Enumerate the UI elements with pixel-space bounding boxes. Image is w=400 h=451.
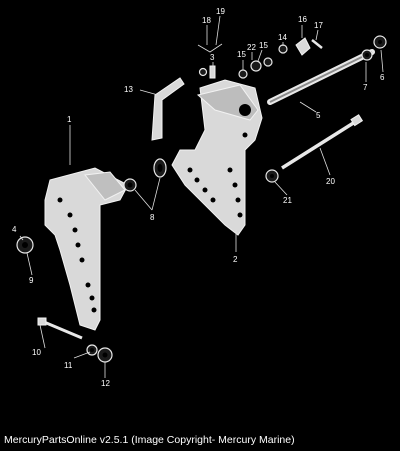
callout-21: 21 (283, 196, 292, 205)
nut-bottom[interactable] (97, 347, 113, 363)
cotter-top[interactable] (263, 57, 273, 67)
callout-6: 6 (380, 73, 385, 82)
callout-3: 3 (210, 53, 215, 62)
washer-small[interactable] (86, 344, 98, 356)
swivel-bracket-right[interactable] (171, 79, 263, 236)
callout-18: 18 (202, 16, 211, 25)
callout-12: 12 (101, 379, 110, 388)
copyright-caption: MercuryPartsOnline v2.5.1 (Image Copyrig… (4, 434, 295, 446)
tilt-lever[interactable] (151, 77, 185, 141)
callout-14: 14 (278, 33, 287, 42)
leader-lines (19, 15, 384, 378)
nut-tube-end[interactable] (373, 35, 387, 49)
callout-20: 20 (326, 177, 335, 186)
pin-top-right[interactable] (311, 39, 323, 49)
nut-bolt-end[interactable] (265, 169, 279, 183)
callout-13: 13 (124, 85, 133, 94)
callout-15b: 15 (259, 41, 268, 50)
washer-mid[interactable] (153, 158, 167, 178)
callout-15a: 15 (237, 50, 246, 59)
callout-2: 2 (233, 255, 238, 264)
callout-5: 5 (316, 111, 321, 120)
retainer-top[interactable] (250, 60, 262, 72)
callout-16: 16 (298, 15, 307, 24)
spring-clip[interactable] (197, 43, 223, 53)
bushing-top[interactable] (238, 69, 248, 79)
callout-1: 1 (67, 115, 72, 124)
clip-top[interactable] (278, 44, 288, 54)
long-bolt[interactable] (281, 114, 364, 170)
callout-10: 10 (32, 348, 41, 357)
callout-7: 7 (363, 83, 368, 92)
exploded-parts-diagram: 1 2 3 4 5 6 7 8 9 10 11 12 13 14 15 15 1… (12, 7, 387, 388)
callout-11: 11 (64, 361, 73, 370)
washer-tube-end[interactable] (361, 49, 373, 61)
callout-17: 17 (314, 21, 323, 30)
callout-8: 8 (150, 213, 155, 222)
callout-22: 22 (247, 43, 256, 52)
callout-19: 19 (216, 7, 225, 16)
clamp-bracket-left[interactable] (44, 167, 129, 331)
washer-left[interactable] (123, 178, 137, 192)
small-pin[interactable] (209, 65, 216, 79)
nut-left[interactable] (16, 236, 34, 254)
callout-4: 4 (12, 225, 17, 234)
short-bolt[interactable] (37, 317, 83, 340)
lever-knob[interactable] (295, 37, 311, 56)
callout-9: 9 (29, 276, 34, 285)
tilt-tube[interactable] (267, 49, 375, 105)
small-washer-top[interactable] (198, 67, 208, 77)
